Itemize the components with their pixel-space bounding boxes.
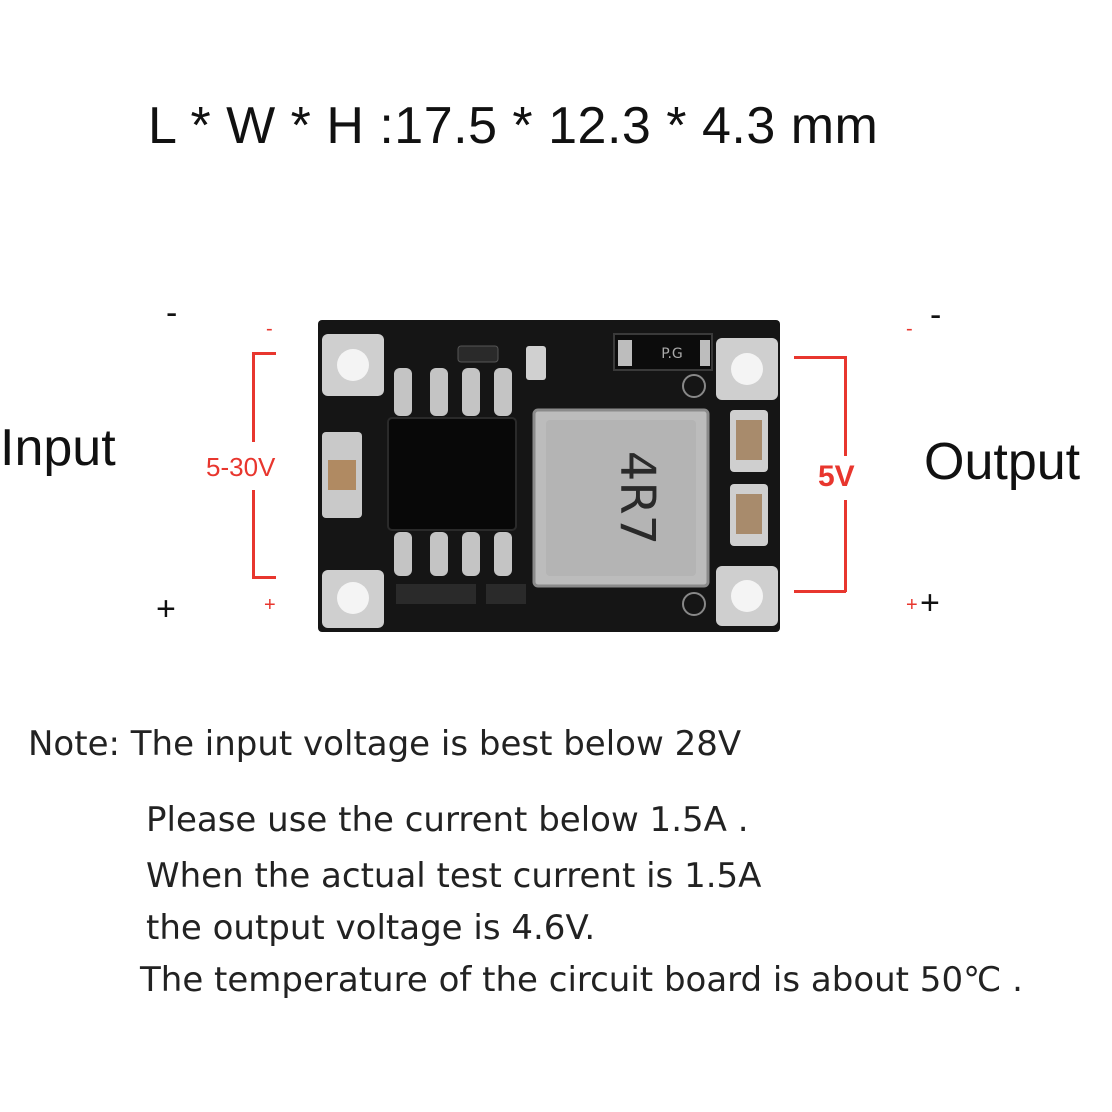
output-minus-sign: - (930, 296, 942, 334)
input-bracket-bottom (252, 576, 276, 579)
output-capacitor-bottom (730, 484, 768, 546)
mounting-pad-top-right (716, 338, 778, 400)
note-line-3: When the actual test current is 1.5A (146, 856, 762, 896)
output-pad-minus: - (906, 318, 913, 340)
mounting-pad-top-left (322, 334, 384, 396)
output-label: Output (924, 433, 1081, 491)
inductor (532, 408, 710, 588)
note-line-1: Note: The input voltage is best below 28… (28, 724, 742, 764)
input-label: Input (0, 419, 116, 477)
ic-chip (387, 368, 517, 576)
input-plus-sign: + (156, 590, 176, 628)
diode-marking: P.G (661, 346, 683, 362)
output-pad-plus: + (906, 594, 918, 616)
dimensions-title: L * W * H :17.5 * 12.3 * 4.3 mm (148, 97, 879, 155)
output-bracket-bottom (794, 590, 846, 593)
diode (613, 333, 713, 371)
input-capacitor (322, 432, 362, 518)
input-voltage-range: 5-30V (206, 452, 276, 482)
input-pad-plus: + (264, 594, 276, 616)
output-voltage: 5V (818, 460, 855, 493)
input-pad-minus: - (266, 318, 273, 340)
mounting-pad-bottom-right (716, 566, 778, 626)
output-bracket-vertical-top (844, 356, 847, 456)
input-minus-sign: - (166, 294, 178, 332)
output-capacitor-top (730, 410, 768, 472)
input-bracket-vertical-bottom (252, 490, 255, 578)
output-bracket-top (794, 356, 846, 359)
output-bracket-vertical-bottom (844, 500, 847, 592)
inductor-marking: 4R7 (609, 451, 665, 545)
output-plus-sign: + (920, 584, 940, 622)
input-bracket-top (252, 352, 276, 355)
note-line-2: Please use the current below 1.5A . (146, 800, 749, 840)
mounting-pad-bottom-left (322, 570, 384, 628)
note-line-4: the output voltage is 4.6V. (146, 908, 596, 948)
input-bracket-vertical-top (252, 352, 255, 442)
note-line-5: The temperature of the circuit board is … (140, 960, 1023, 1000)
